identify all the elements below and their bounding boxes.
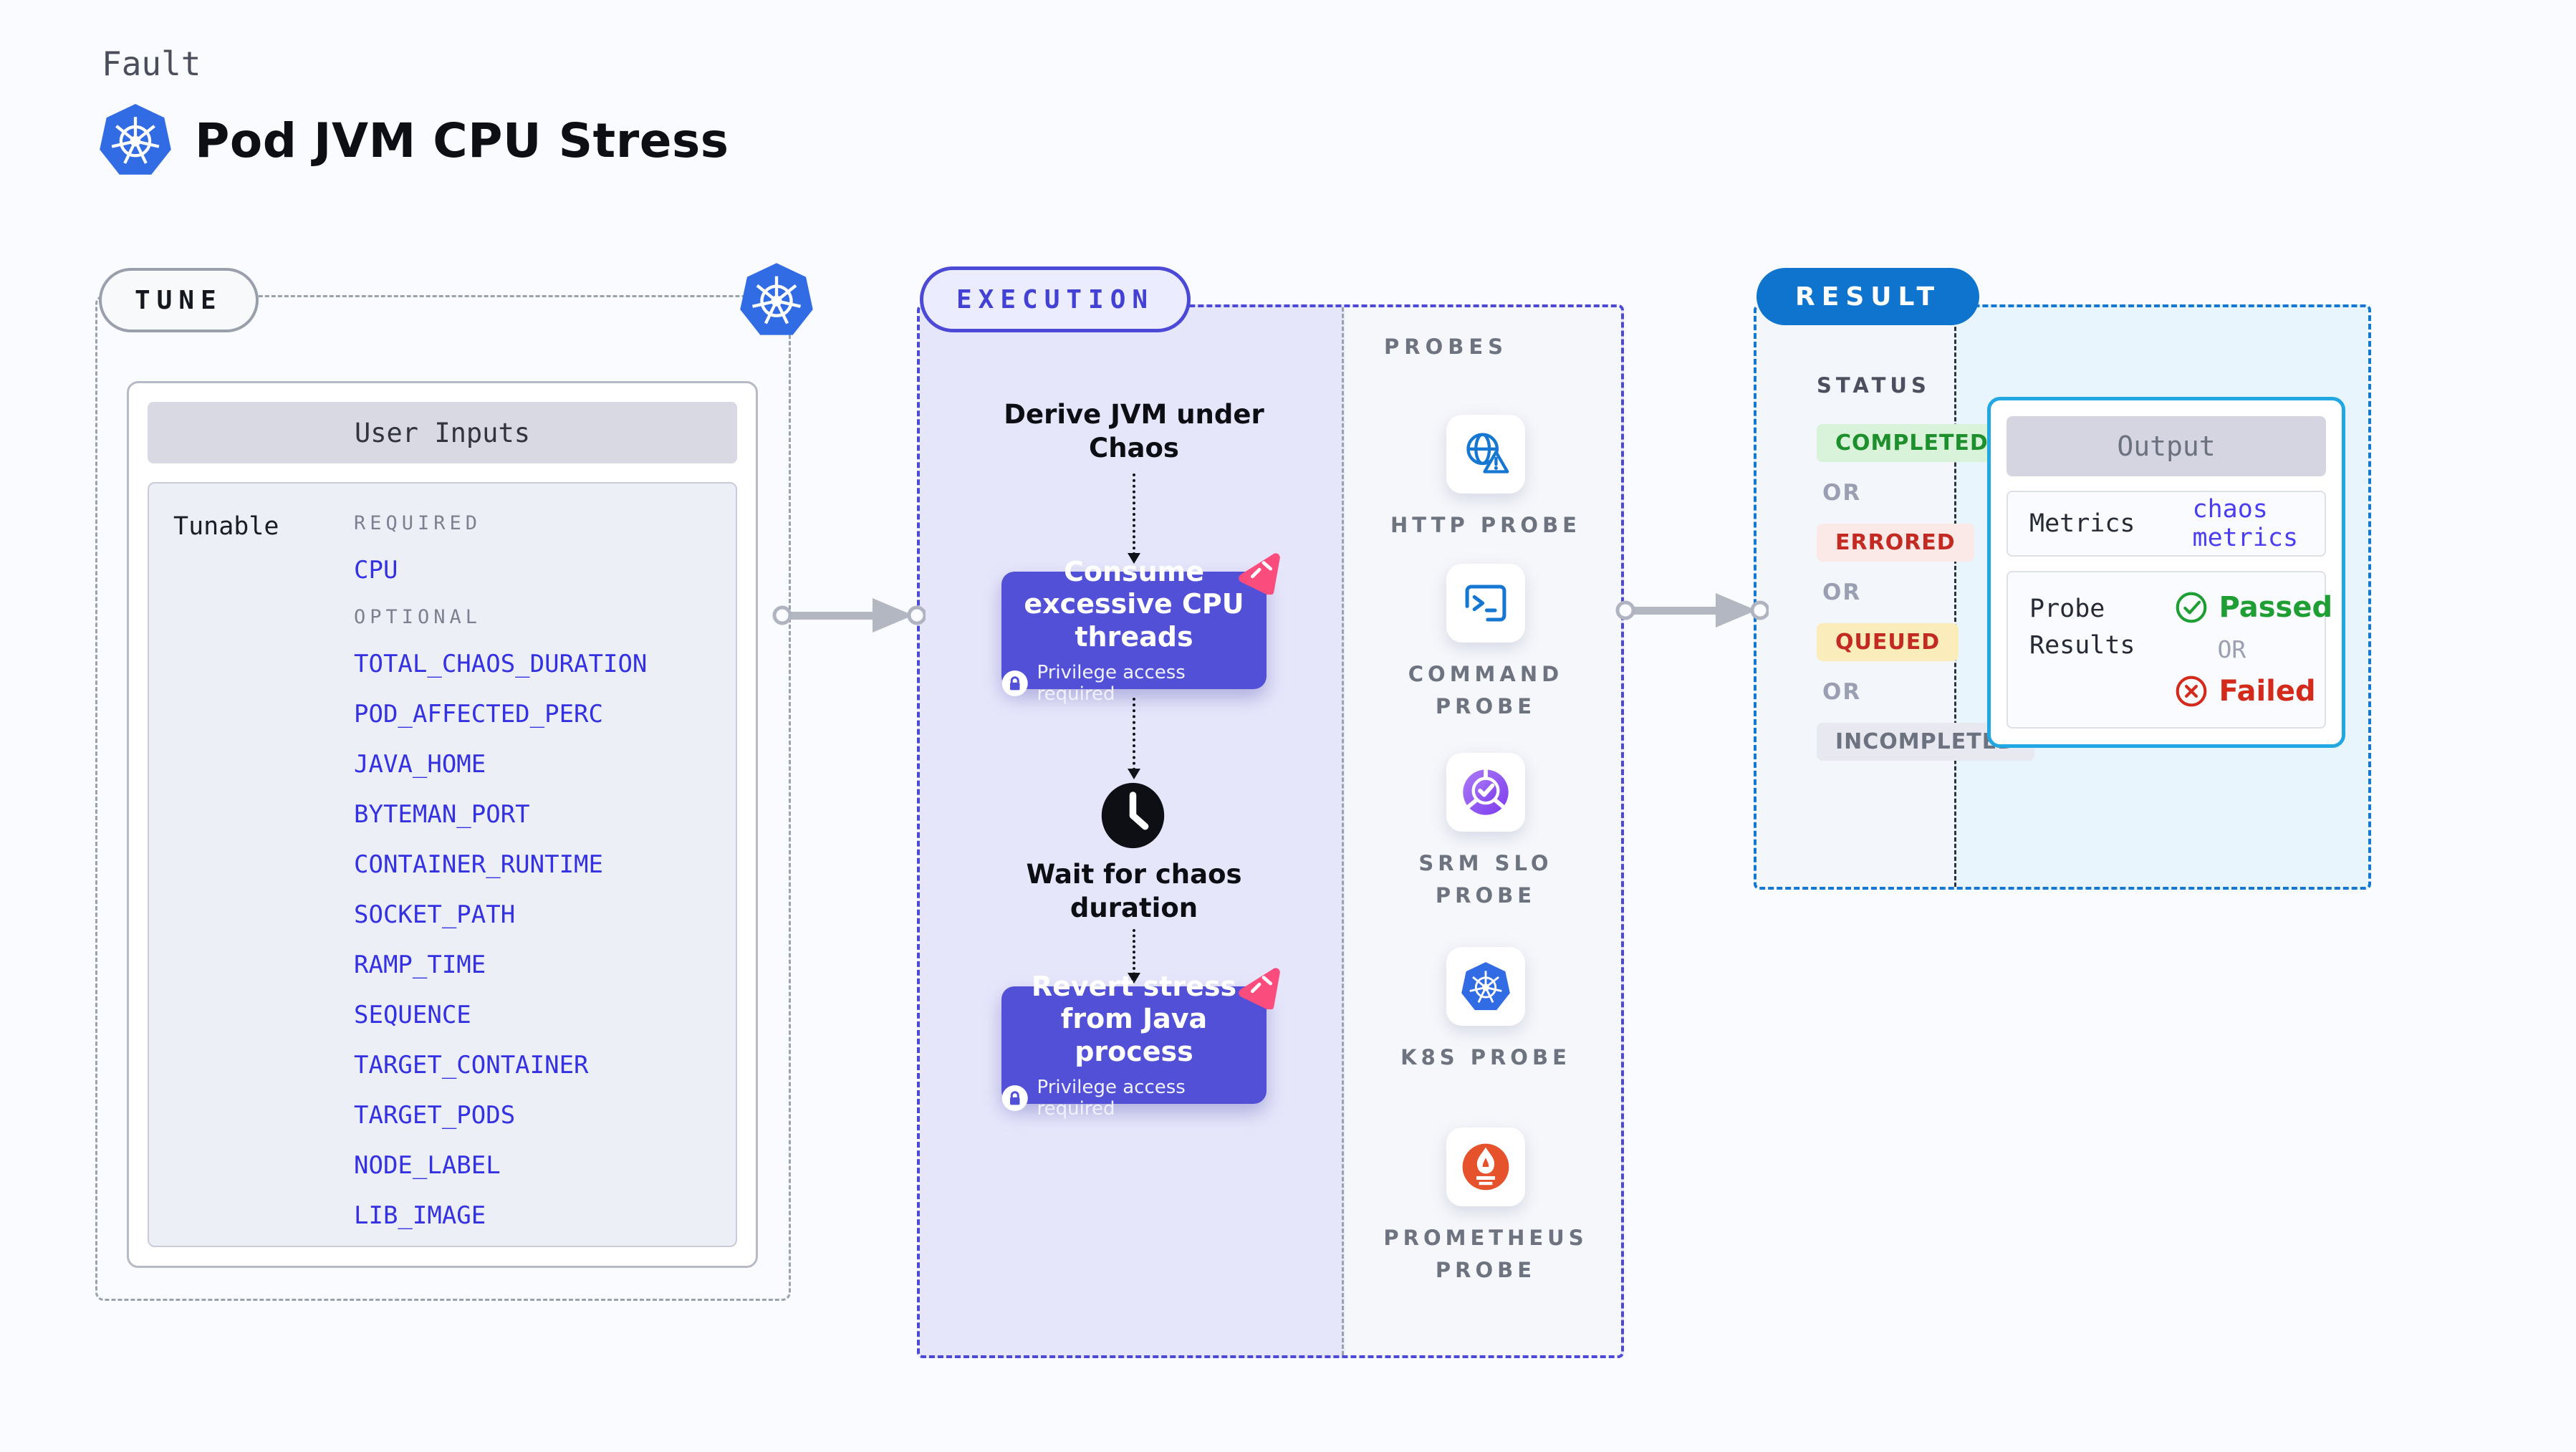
or-separator: OR bbox=[1822, 679, 1862, 705]
tunable-item: NODE_LABEL bbox=[354, 1151, 501, 1180]
tunable-label: Tunable bbox=[173, 512, 279, 541]
failed-line: Failed bbox=[2175, 675, 2333, 708]
probe-item: K8S PROBE bbox=[1364, 947, 1607, 1074]
node-title: Consume excessive CPU threads bbox=[1024, 555, 1244, 653]
derive-step-label: Derive JVM under Chaos bbox=[1004, 399, 1264, 464]
result-pill: RESULT bbox=[1756, 268, 1980, 325]
passed-check-icon bbox=[2176, 592, 2206, 623]
privilege-note: Privilege access required bbox=[1037, 662, 1186, 706]
tunable-panel: Tunable REQUIRED CPU OPTIONAL TOTAL_CHAO… bbox=[148, 482, 737, 1247]
tunable-list: REQUIRED CPU OPTIONAL TOTAL_CHAOS_DURATI… bbox=[354, 512, 648, 1230]
probe-label: HTTP PROBE bbox=[1390, 513, 1581, 537]
probe-item: COMMAND PROBE bbox=[1364, 564, 1607, 723]
probe-item: PROMETHEUS PROBE bbox=[1364, 1128, 1607, 1287]
wait-step-label: Wait for chaos duration bbox=[1026, 859, 1242, 924]
or-separator: OR bbox=[1822, 480, 1862, 506]
passed-line: Passed bbox=[2175, 591, 2333, 624]
metrics-row: Metrics chaos metrics bbox=[2007, 491, 2326, 557]
status-badge-completed: COMPLETED bbox=[1817, 424, 2007, 462]
status-column: STATUS COMPLETED OR ERRORED OR QUEUED OR… bbox=[1817, 373, 2035, 761]
k8s-probe-icon bbox=[1461, 962, 1510, 1011]
execution-to-result-arrow bbox=[1615, 593, 1769, 628]
failed-label: Failed bbox=[2219, 675, 2316, 708]
flow-connector bbox=[1128, 698, 1140, 779]
clock-icon bbox=[1099, 782, 1167, 850]
privilege-row: Privilege access required bbox=[1001, 662, 1267, 705]
result-section: STATUS COMPLETED OR ERRORED OR QUEUED OR… bbox=[1754, 304, 2371, 890]
execution-pill: EXECUTION bbox=[920, 266, 1191, 332]
page-title-row: Pod JVM CPU Stress bbox=[97, 102, 729, 179]
tunable-item: JAVA_HOME bbox=[354, 750, 486, 779]
or-separator: OR bbox=[2217, 635, 2246, 663]
chaos-node-consume: Consume excessive CPU threads Privilege … bbox=[1001, 553, 1280, 705]
user-inputs-header: User Inputs bbox=[148, 402, 737, 463]
kubernetes-icon bbox=[97, 102, 173, 179]
fault-kicker: Fault bbox=[102, 44, 201, 83]
required-heading: REQUIRED bbox=[354, 512, 482, 534]
probe-label: K8S PROBE bbox=[1400, 1045, 1571, 1069]
failed-x-icon bbox=[2176, 675, 2206, 707]
output-header: Output bbox=[2007, 416, 2326, 476]
tune-to-execution-arrow bbox=[772, 598, 926, 633]
prometheus-probe-icon bbox=[1462, 1143, 1509, 1191]
privilege-row: Privilege access required bbox=[1001, 1077, 1267, 1120]
chaos-scissors-icon bbox=[1238, 552, 1281, 596]
tune-pill: TUNE bbox=[99, 268, 259, 332]
lock-icon bbox=[1001, 1085, 1028, 1112]
or-separator: OR bbox=[1822, 580, 1862, 605]
probe-label: SRM SLO PROBE bbox=[1418, 851, 1553, 908]
tunable-item: TARGET_CONTAINER bbox=[354, 1051, 589, 1080]
user-inputs-card: User Inputs Tunable REQUIRED CPU OPTIONA… bbox=[127, 381, 758, 1268]
srm-slo-probe-icon bbox=[1463, 768, 1509, 815]
passed-label: Passed bbox=[2219, 591, 2333, 624]
page-title: Pod JVM CPU Stress bbox=[195, 112, 729, 168]
tunable-item: CPU bbox=[354, 556, 398, 585]
kubernetes-icon bbox=[738, 261, 815, 340]
tunable-item: TARGET_PODS bbox=[354, 1101, 516, 1130]
probes-heading: PROBES bbox=[1384, 335, 1509, 359]
tunable-item: SEQUENCE bbox=[354, 1001, 471, 1029]
tunable-item: POD_AFFECTED_PERC bbox=[354, 700, 603, 729]
status-badge-queued: QUEUED bbox=[1817, 623, 1959, 661]
metrics-label: Metrics bbox=[2029, 509, 2135, 538]
chaos-scissors-icon bbox=[1238, 966, 1281, 1011]
status-heading: STATUS bbox=[1817, 373, 1931, 398]
command-probe-icon bbox=[1465, 585, 1506, 622]
metrics-value: chaos metrics bbox=[2192, 495, 2299, 552]
flow-connector bbox=[1128, 473, 1140, 564]
status-output-divider bbox=[1954, 307, 1956, 887]
probe-results-label: Probe Results bbox=[2029, 595, 2135, 660]
probe-results-values: Passed OR Failed bbox=[2175, 591, 2333, 708]
lock-icon bbox=[1001, 670, 1028, 697]
probe-label: COMMAND PROBE bbox=[1408, 662, 1564, 718]
tunable-item: RAMP_TIME bbox=[354, 951, 486, 979]
probe-card bbox=[1446, 415, 1525, 494]
status-badge-errored: ERRORED bbox=[1817, 524, 1974, 562]
optional-heading: OPTIONAL bbox=[354, 606, 482, 628]
execution-section: PROBES Derive JVM under Chaos Consume ex… bbox=[917, 304, 1624, 1358]
chaos-node-revert: Revert stress from Java process Privileg… bbox=[1001, 968, 1280, 1120]
tunable-item: TOTAL_CHAOS_DURATION bbox=[354, 650, 648, 678]
probe-card bbox=[1446, 1128, 1525, 1206]
output-card: Output Metrics chaos metrics Probe Resul… bbox=[1987, 397, 2345, 748]
tunable-item: BYTEMAN_PORT bbox=[354, 800, 530, 829]
http-probe-icon bbox=[1466, 433, 1509, 473]
probe-card bbox=[1446, 947, 1525, 1026]
node-title: Revert stress from Java process bbox=[1031, 970, 1237, 1067]
probe-card bbox=[1446, 753, 1525, 832]
tune-section bbox=[95, 295, 791, 1301]
probe-item: HTTP PROBE bbox=[1364, 415, 1607, 542]
tunable-item: SOCKET_PATH bbox=[354, 900, 516, 929]
execution-probes-divider bbox=[1342, 307, 1344, 1355]
probe-results-row: Probe Results Passed OR bbox=[2007, 571, 2332, 729]
tunable-item: LIB_IMAGE bbox=[354, 1201, 486, 1230]
probe-label: PROMETHEUS PROBE bbox=[1383, 1226, 1588, 1282]
probe-card bbox=[1446, 564, 1525, 643]
probe-item: SRM SLO PROBE bbox=[1364, 753, 1607, 912]
tunable-item: CONTAINER_RUNTIME bbox=[354, 850, 603, 879]
flow-connector bbox=[1128, 929, 1140, 984]
privilege-note: Privilege access required bbox=[1037, 1077, 1186, 1120]
